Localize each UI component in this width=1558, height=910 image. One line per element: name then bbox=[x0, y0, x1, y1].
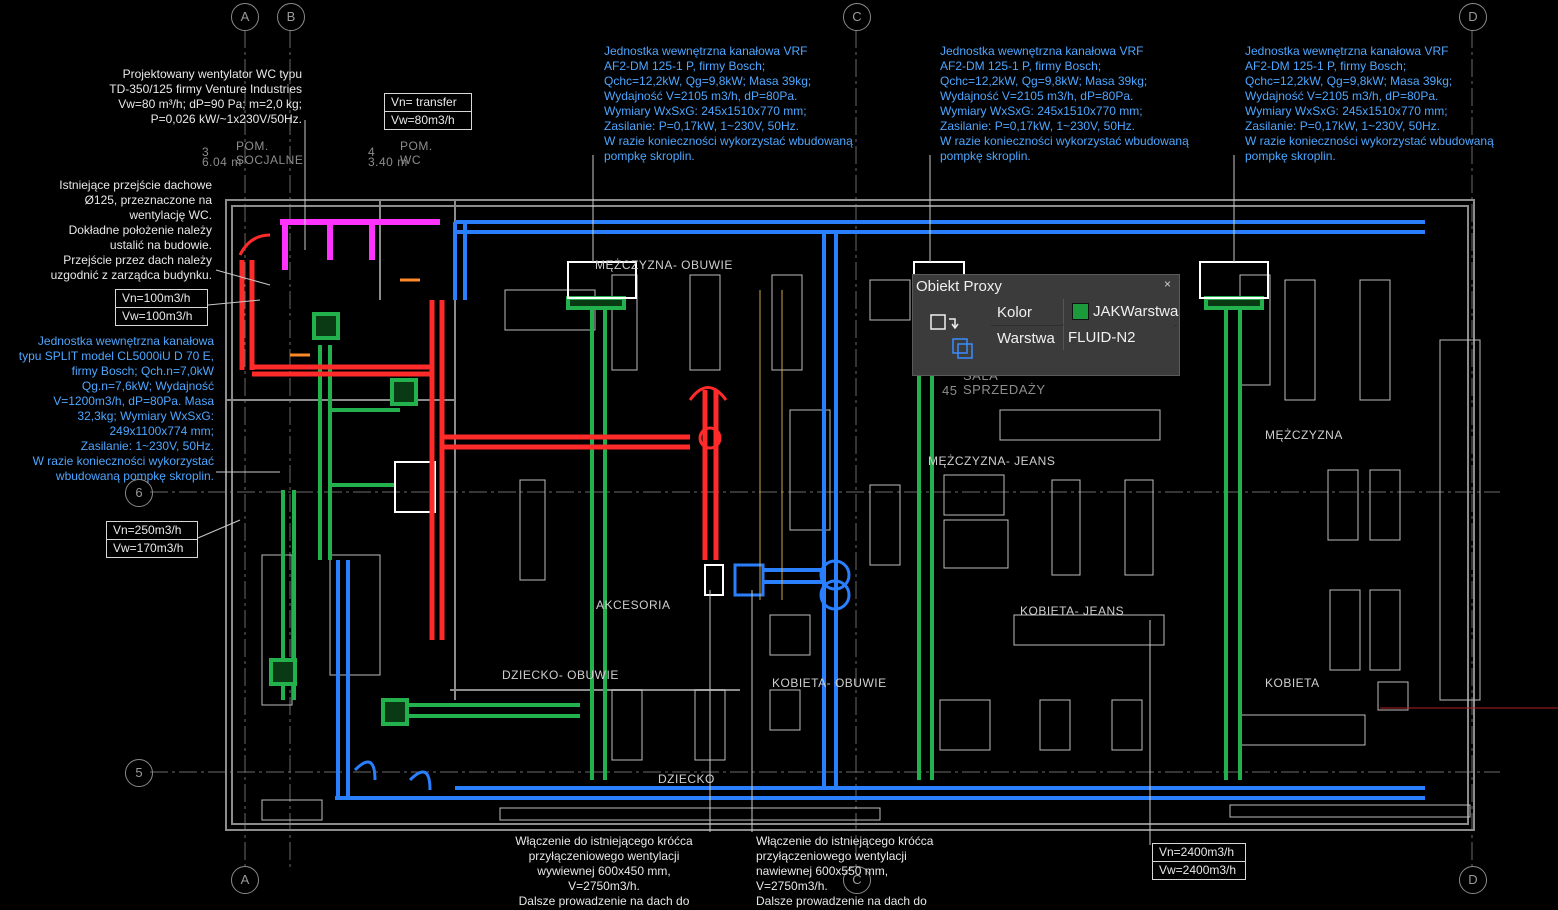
room-socjalne-name: POM. SOCJALNE bbox=[236, 139, 304, 167]
vrf-unit-note-2: Jednostka wewnętrzna kanałowa VRF AF2-DM… bbox=[940, 44, 1189, 163]
grid-bubble-d-top: D bbox=[1459, 3, 1487, 31]
grid-bubble-c-bottom: C bbox=[843, 866, 871, 894]
room-sala-sprzedazy-number: 45 bbox=[942, 383, 958, 398]
room-akcesoria: AKCESORIA bbox=[596, 598, 671, 612]
riser-lines bbox=[759, 290, 783, 600]
grid-bubble-a-bottom: A bbox=[231, 866, 259, 894]
warstwa-label: Warstwa bbox=[997, 330, 1055, 347]
kolor-value-field[interactable]: JAKWarstwa bbox=[1063, 299, 1178, 324]
grid-bubble-b-top: B bbox=[277, 3, 305, 31]
supply-connection-note: Włączenie do istniejącego króćca przyłąc… bbox=[756, 834, 934, 908]
room-socjalne-area: 6.04 m bbox=[202, 155, 242, 169]
flow-box-100-vn: Vn=100m3/h bbox=[115, 289, 208, 308]
room-wc-number: 4 bbox=[368, 145, 376, 159]
room-dziecko: DZIECKO bbox=[658, 772, 715, 786]
room-wc-name: POM. WC bbox=[400, 139, 433, 167]
room-socjalne-number: 3 bbox=[202, 145, 210, 159]
fan-markers bbox=[290, 278, 420, 357]
vrf-unit-note-1: Jednostka wewnętrzna kanałowa VRF AF2-DM… bbox=[604, 44, 853, 163]
leader-lines bbox=[197, 120, 1235, 845]
proxy-row-warstwa: Warstwa FLUID-N2 bbox=[991, 325, 1177, 351]
room-kobieta-jeans: KOBIETA- JEANS bbox=[1020, 604, 1125, 618]
proxy-panel-title: Obiekt Proxy bbox=[916, 278, 1002, 295]
proxy-object-icon bbox=[921, 305, 991, 367]
building-walls bbox=[225, 199, 1475, 831]
proxy-row-kolor: Kolor JAKWarstwa bbox=[991, 299, 1178, 326]
vrf-unit-note-3: Jednostka wewnętrzna kanałowa VRF AF2-DM… bbox=[1245, 44, 1494, 163]
store-fixtures bbox=[261, 274, 1481, 821]
exhaust-ducts bbox=[239, 260, 719, 640]
kolor-label: Kolor bbox=[997, 304, 1033, 321]
exhaust-grilles bbox=[238, 233, 728, 450]
grid-bubble-6: 6 bbox=[125, 479, 153, 507]
kolor-value: JAKWarstwa bbox=[1093, 303, 1179, 320]
close-icon[interactable]: × bbox=[1163, 277, 1171, 291]
grid-bubble-a-top: A bbox=[231, 3, 259, 31]
grid-bubble-5: 5 bbox=[125, 759, 153, 787]
room-kobieta-obuwie: KOBIETA- OBUWIE bbox=[772, 676, 887, 690]
split-ducts bbox=[281, 300, 1242, 780]
flow-box-transfer-vn: Vn= transfer bbox=[384, 93, 472, 112]
room-kobieta: KOBIETA bbox=[1265, 676, 1320, 690]
flow-box-2400-vw: Vw=2400m3/h bbox=[1152, 861, 1246, 880]
roof-passage-note: Istniejące przejście dachowe Ø125, przez… bbox=[50, 178, 212, 282]
supply-diffusers bbox=[353, 559, 851, 791]
room-mezczyzna-obuwie: MĘŻCZYZNA- OBUWIE bbox=[595, 258, 733, 272]
flow-box-100-vw: Vw=100m3/h bbox=[115, 307, 208, 326]
supply-ducts bbox=[335, 220, 1425, 800]
flow-box-transfer-vw: Vw=80m3/h bbox=[384, 111, 472, 130]
warstwa-value: FLUID-N2 bbox=[1068, 329, 1136, 346]
grid-bubble-d-bottom: D bbox=[1459, 866, 1487, 894]
wc-ducts bbox=[280, 219, 440, 270]
flow-box-2400-vn: Vn=2400m3/h bbox=[1152, 843, 1246, 862]
wc-fan-note: Projektowany wentylator WC typu TD-350/1… bbox=[109, 67, 302, 126]
room-mezczyzna-jeans: MĘŻCZYZNA- JEANS bbox=[928, 454, 1056, 468]
flow-box-250-vn: Vn=250m3/h bbox=[106, 521, 198, 540]
color-swatch-icon bbox=[1072, 303, 1089, 320]
room-mezczyzna: MĘŻCZYZNA bbox=[1265, 428, 1343, 442]
exhaust-connection-note: Włączenie do istniejącego króćca przyłąc… bbox=[515, 834, 693, 908]
grid-bubble-c-top: C bbox=[843, 3, 871, 31]
warstwa-value-field[interactable]: FLUID-N2 bbox=[1063, 325, 1174, 350]
split-unit-note: Jednostka wewnętrzna kanałowa typu SPLIT… bbox=[18, 334, 214, 483]
room-wc-area: 3.40 m bbox=[368, 155, 408, 169]
proxy-object-panel[interactable]: Obiekt Proxy × Kolor JAKWarstwa Warstwa … bbox=[912, 274, 1180, 376]
room-dziecko-obuwie: DZIECKO- OBUWIE bbox=[502, 668, 619, 682]
flow-box-250-vw: Vw=170m3/h bbox=[106, 539, 198, 558]
